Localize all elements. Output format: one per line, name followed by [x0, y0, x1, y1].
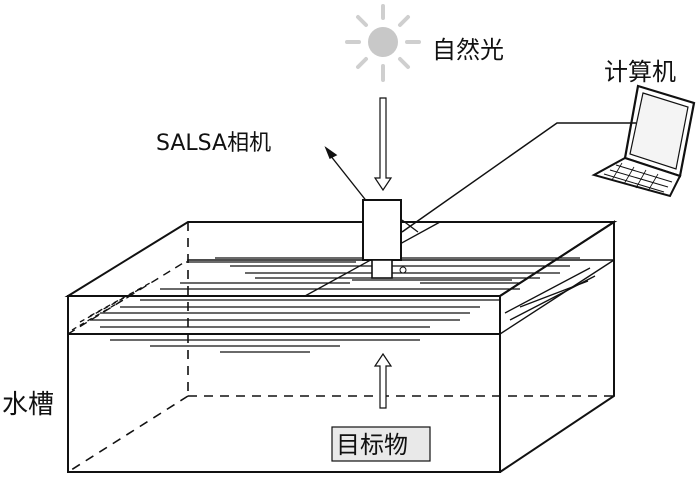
computer-label: 计算机 — [604, 58, 676, 86]
sunlight-arrow — [373, 97, 393, 192]
camera-rail — [68, 219, 512, 297]
camera-label: SALSA相机 — [156, 131, 271, 156]
target-label: 目标物 — [336, 431, 408, 459]
camera-pointer-arrow — [324, 146, 369, 204]
sunlight-label: 自然光 — [432, 36, 504, 64]
sun-icon — [345, 4, 421, 82]
target-box — [331, 426, 431, 462]
tank-label: 水槽 — [2, 390, 54, 420]
water-waves — [71, 257, 596, 353]
laptop-icon — [591, 84, 696, 198]
data-cable — [401, 122, 636, 233]
reflected-light-arrow — [373, 352, 393, 409]
salsa-camera — [362, 199, 407, 279]
